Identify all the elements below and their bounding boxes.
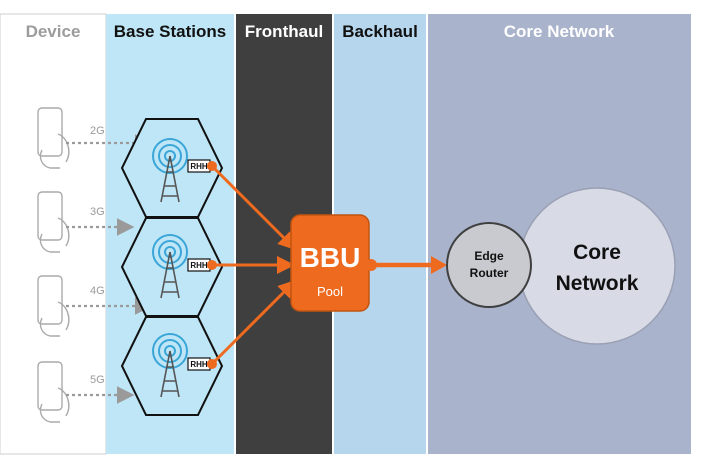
- device-generation-label: 5G: [90, 374, 105, 386]
- signal-waves-icon: [152, 138, 188, 174]
- smartphone-hand-icon: [37, 191, 70, 253]
- fronthaul-link: [210, 164, 297, 251]
- smartphone-hand-icon: [37, 275, 70, 337]
- device-3: 4G: [37, 275, 153, 337]
- cell-site-3: RHH: [120, 316, 224, 416]
- device-column-title: Device: [26, 22, 81, 41]
- core-network-circle: [518, 187, 676, 345]
- fronthaul-links: [207, 161, 297, 369]
- bbu-title: BBU: [300, 242, 361, 273]
- device-4: 5G: [37, 361, 135, 423]
- radio-head-label: RHH: [190, 261, 208, 270]
- backhaul-column-title: Backhaul: [342, 22, 418, 41]
- fronthaul-column-title: Fronthaul: [245, 22, 323, 41]
- edge-router: Edge Router: [446, 222, 532, 308]
- backhaul-arrowhead: [431, 256, 447, 274]
- core-network-label-line1: Core: [573, 241, 621, 264]
- base-stations-column-title: Base Stations: [114, 22, 226, 41]
- device-column: [0, 13, 107, 455]
- smartphone-hand-icon: [37, 361, 70, 423]
- signal-waves-icon: [152, 234, 188, 270]
- cell-tower-icon: [160, 251, 180, 299]
- device-generation-label: 2G: [90, 125, 105, 137]
- core-network-column-title: Core Network: [504, 22, 615, 41]
- signal-waves-icon: [152, 333, 188, 369]
- edge-router-circle: [446, 222, 532, 308]
- radio-head-label: RHH: [190, 360, 208, 369]
- bbu-pool: BBU Pool: [290, 214, 370, 312]
- core-network-label-line2: Network: [556, 272, 639, 295]
- cell-tower-icon: [160, 155, 180, 203]
- fronthaul-link: [210, 279, 297, 366]
- bbu-subtitle: Pool: [317, 284, 343, 299]
- edge-router-label-line2: Router: [470, 266, 509, 280]
- device-1: 2G: [37, 107, 153, 169]
- radio-head-label: RHH: [190, 162, 208, 171]
- cell-hexagon: [120, 316, 224, 416]
- backhaul-link: [365, 256, 447, 274]
- edge-router-label-line1: Edge: [474, 249, 504, 263]
- core-network-cloud: Core Network: [518, 187, 676, 345]
- device-generation-label: 3G: [90, 206, 105, 218]
- smartphone-hand-icon: [37, 107, 70, 169]
- cell-tower-icon: [160, 350, 180, 398]
- device-generation-label: 4G: [90, 285, 105, 297]
- device-2: 3G: [37, 191, 135, 253]
